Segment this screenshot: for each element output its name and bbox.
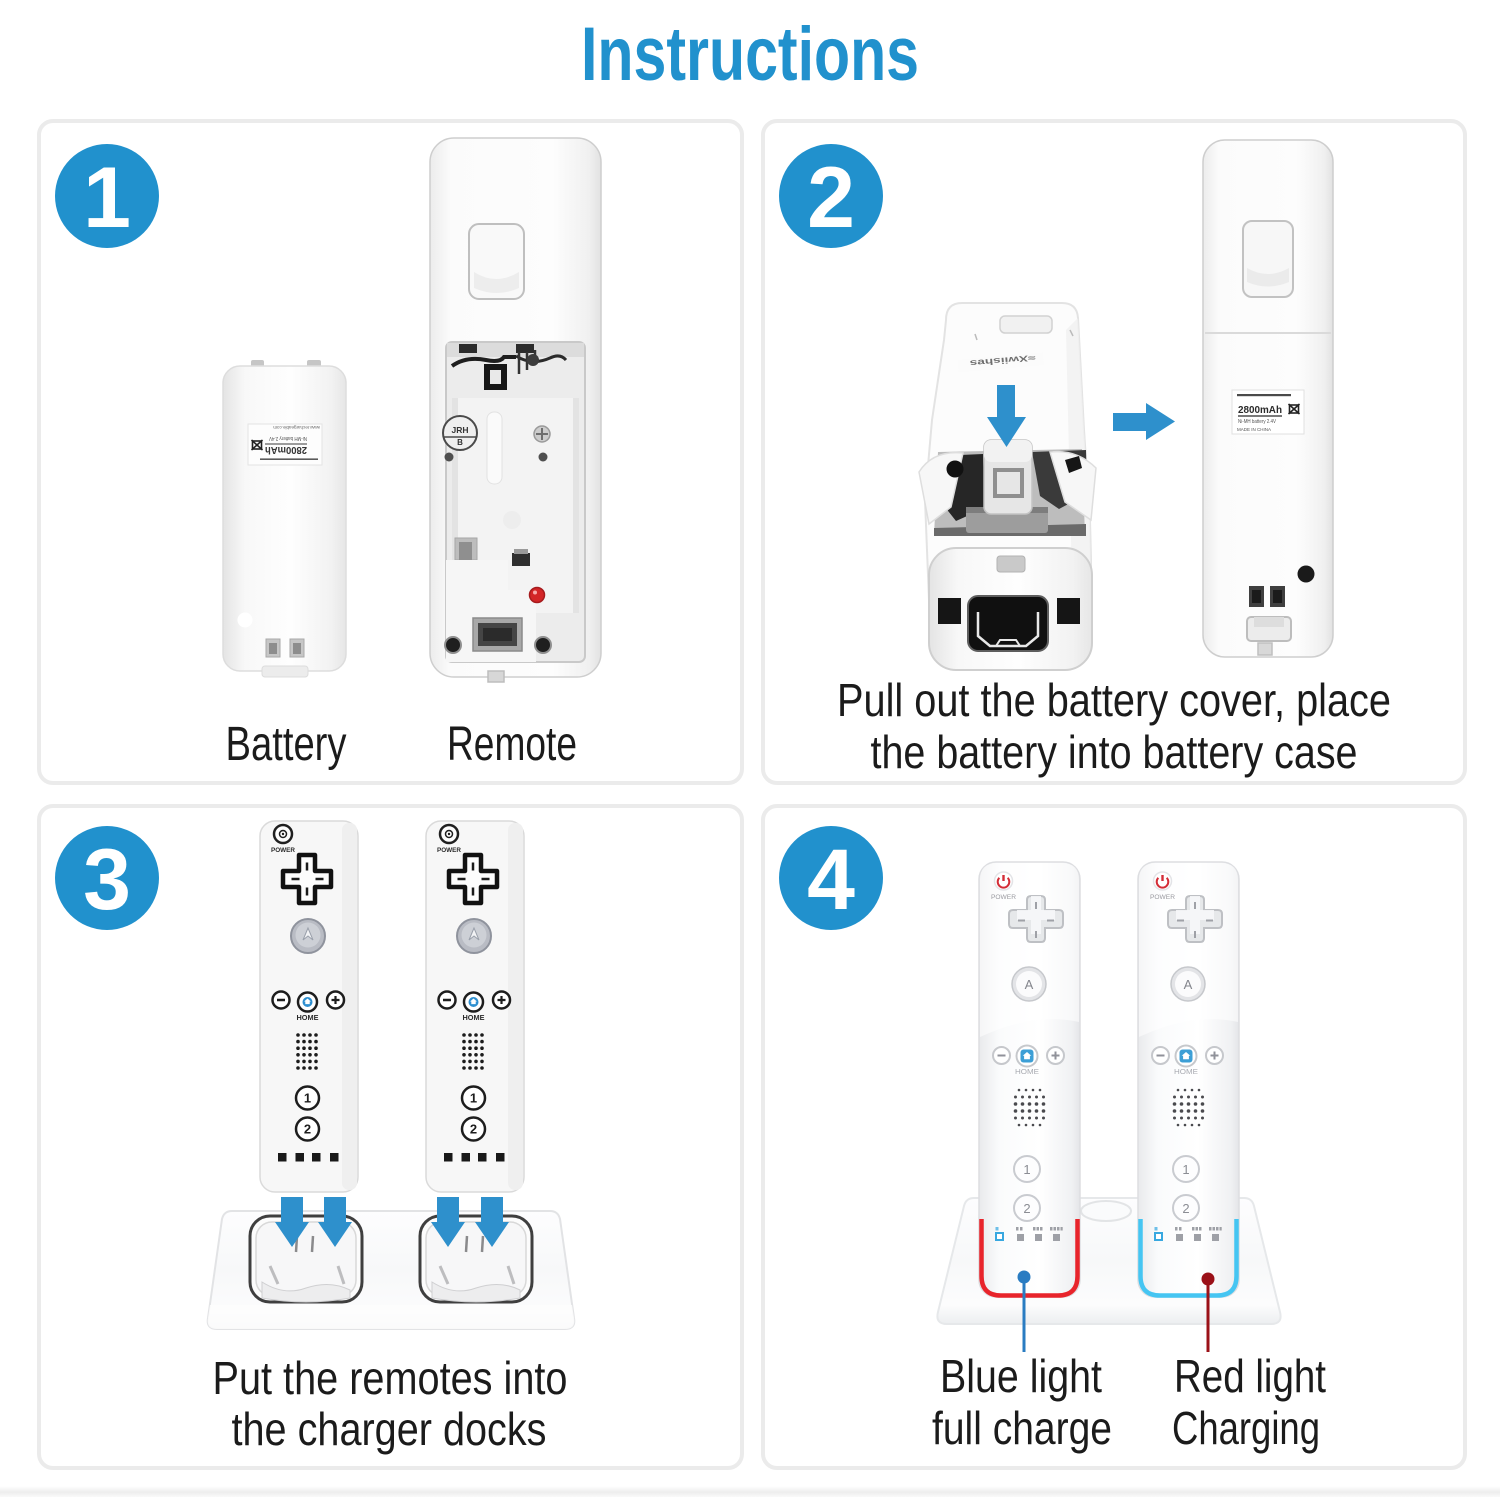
svg-text:POWER: POWER	[991, 894, 1016, 901]
svg-text:Charging: Charging	[1172, 1402, 1320, 1454]
svg-text:MADE IN CHINA: MADE IN CHINA	[1237, 427, 1271, 432]
svg-text:1: 1	[83, 150, 131, 246]
svg-text:the charger docks: the charger docks	[232, 1403, 547, 1455]
svg-text:full charge: full charge	[932, 1402, 1112, 1454]
svg-text:HOME: HOME	[1015, 1069, 1039, 1076]
svg-text:JRH: JRH	[451, 425, 468, 435]
svg-text:B: B	[457, 438, 463, 447]
svg-text:Blue light: Blue light	[940, 1350, 1102, 1402]
svg-text:Instructions: Instructions	[581, 12, 919, 97]
svg-text:Put the remotes into: Put the remotes into	[213, 1352, 568, 1404]
svg-text:2800mAh: 2800mAh	[1238, 404, 1282, 416]
svg-text:2: 2	[1023, 1201, 1030, 1216]
svg-text:Battery: Battery	[226, 718, 347, 771]
svg-text:Ni-MH battery 2.4V: Ni-MH battery 2.4V	[1238, 419, 1277, 425]
svg-text:3: 3	[83, 832, 131, 928]
svg-text:Red light: Red light	[1174, 1350, 1326, 1402]
svg-text:the battery into battery case: the battery into battery case	[871, 726, 1358, 778]
svg-text:A: A	[1025, 977, 1034, 992]
svg-text:Pull out the battery cover, pl: Pull out the battery cover, place	[837, 674, 1391, 726]
svg-text:HOME: HOME	[297, 1015, 319, 1022]
svg-text:POWER: POWER	[271, 847, 295, 854]
svg-text:1: 1	[304, 1091, 311, 1106]
svg-text:2: 2	[304, 1122, 311, 1137]
svg-text:2: 2	[807, 150, 855, 246]
svg-text:2800mAh: 2800mAh	[265, 444, 307, 455]
svg-text:1: 1	[1023, 1162, 1030, 1177]
svg-text:4: 4	[807, 832, 855, 928]
svg-text:Ni-MH battery 2.4V: Ni-MH battery 2.4V	[268, 435, 307, 441]
svg-text:www.rechargeable.com: www.rechargeable.com	[273, 425, 320, 430]
svg-text:Remote: Remote	[447, 718, 577, 771]
